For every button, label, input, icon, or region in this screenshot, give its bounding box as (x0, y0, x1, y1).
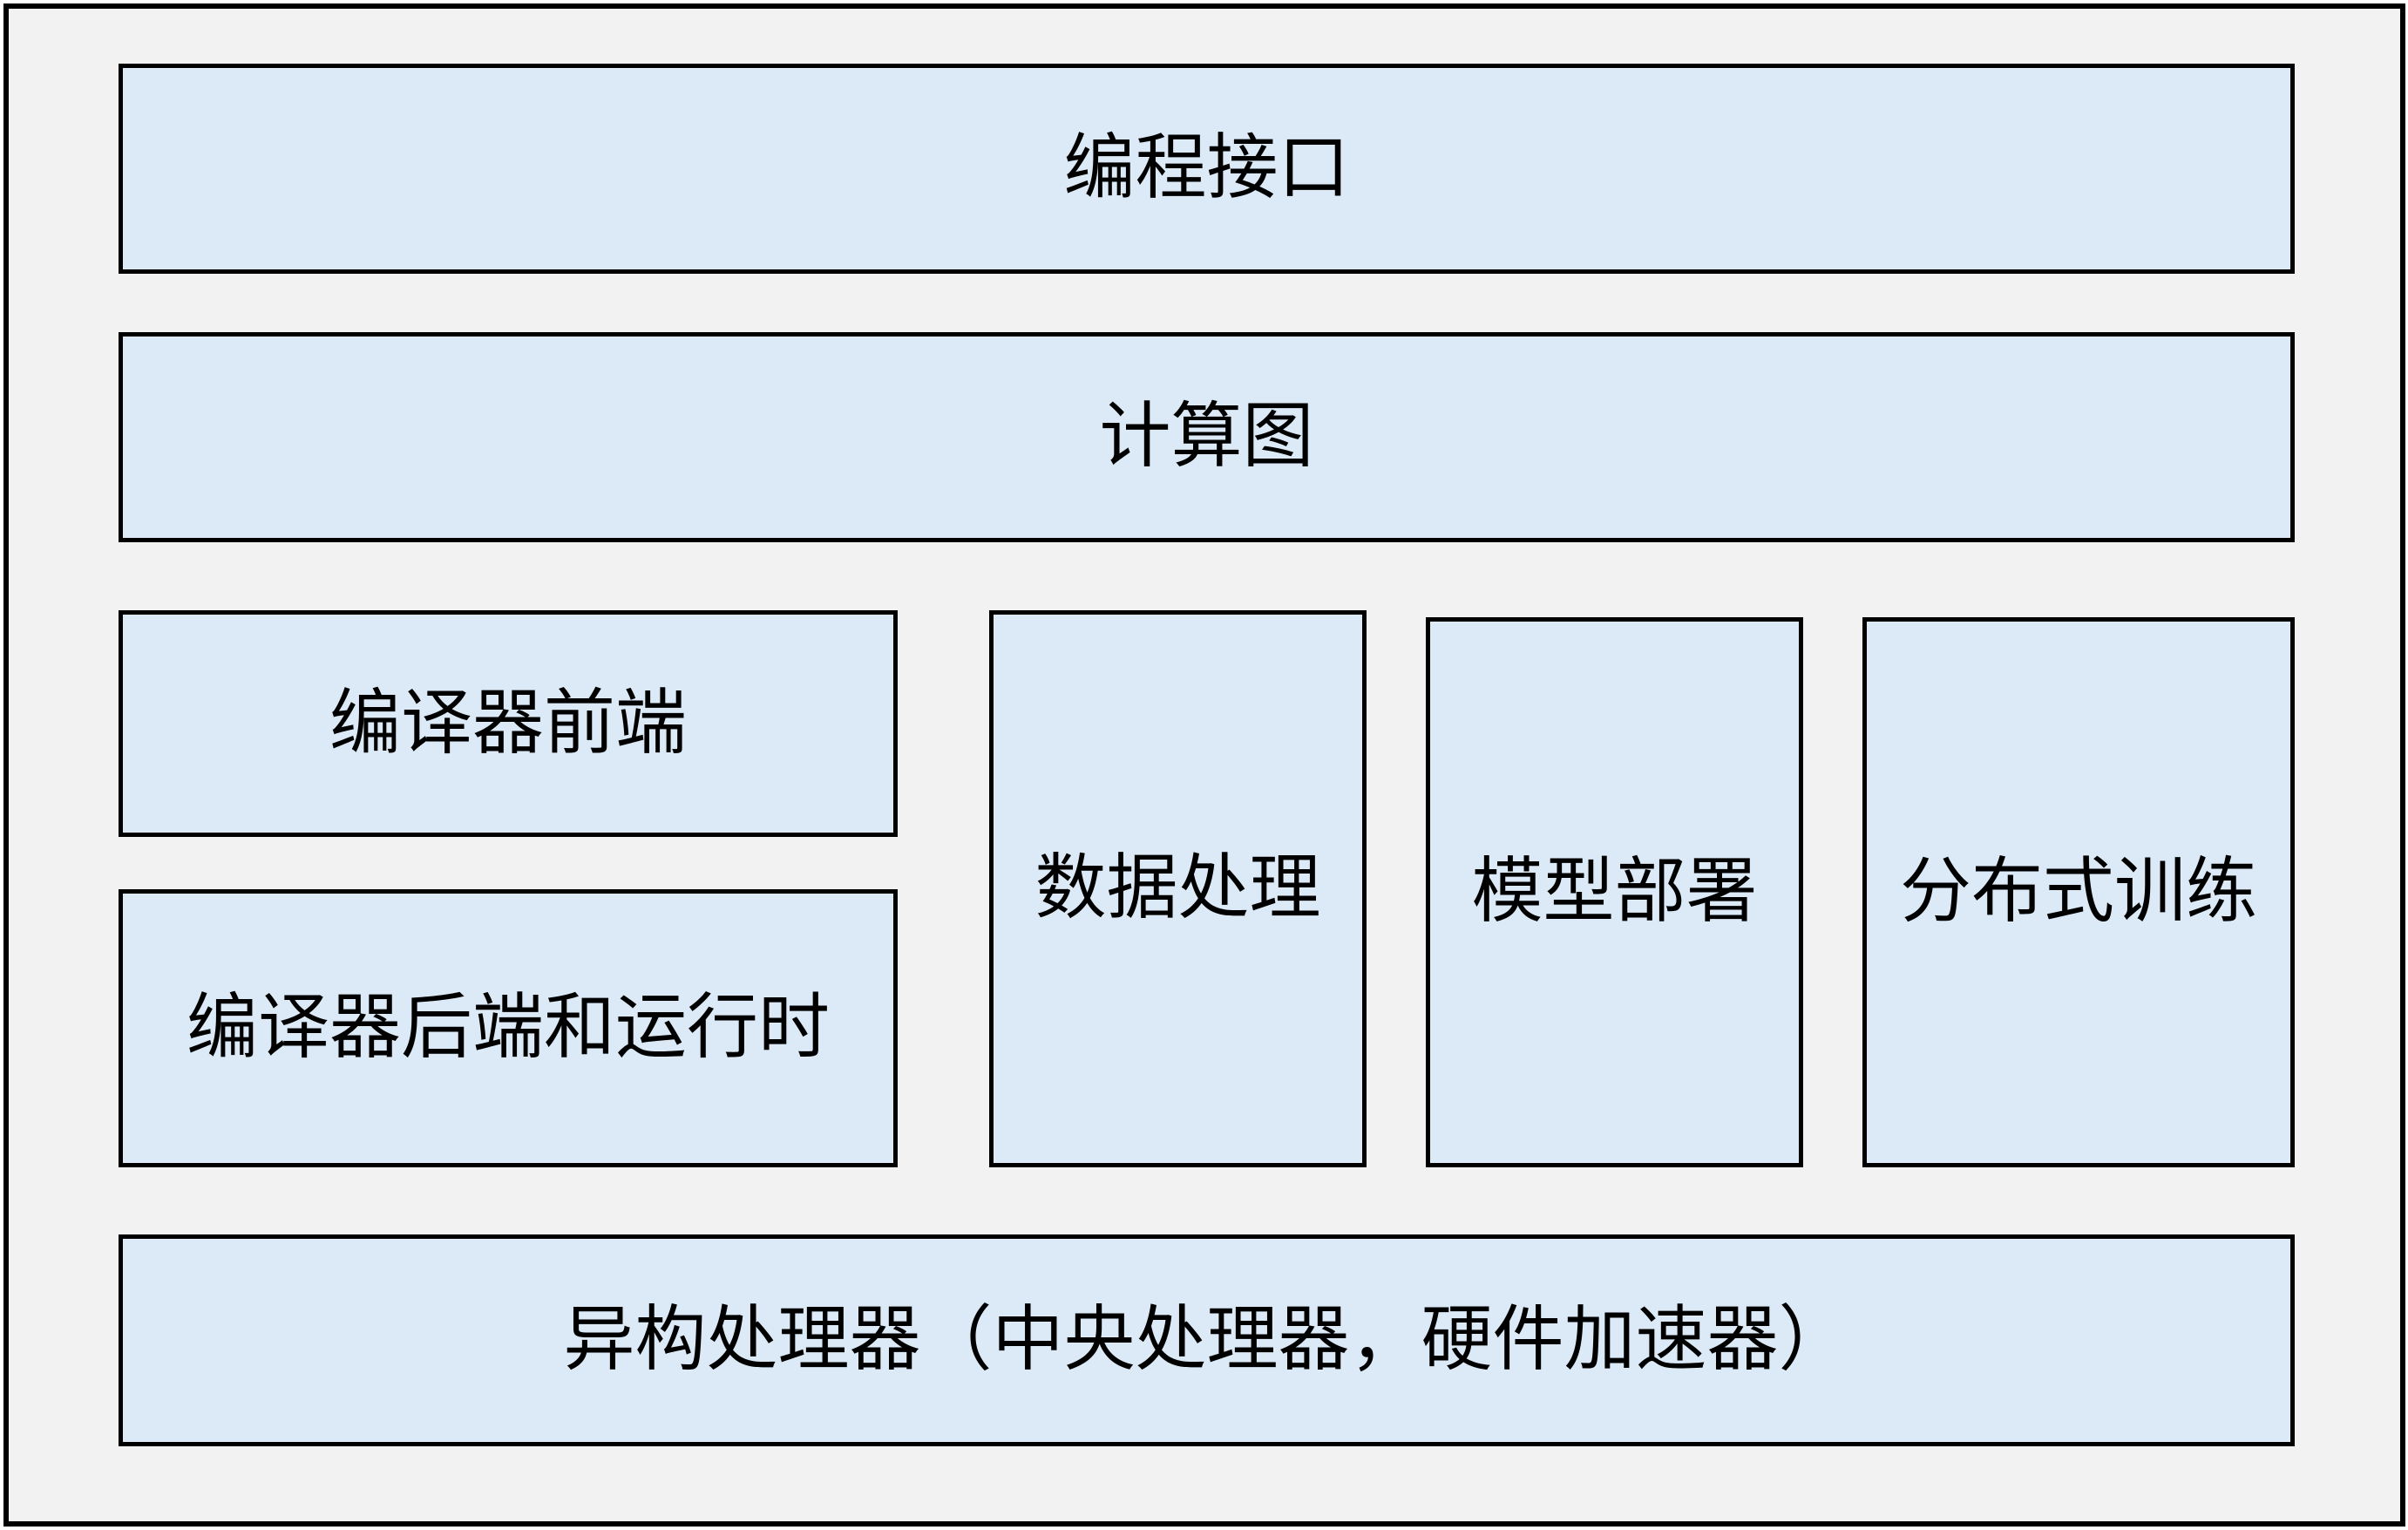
distributed-training-label: 分布式训练 (1899, 850, 2257, 934)
heterogeneous-processors-label: 异构处理器（中央处理器，硬件加速器） (563, 1298, 1850, 1382)
compiler-backend-runtime-label: 编译器后端和运行时 (186, 986, 830, 1070)
compiler-frontend-label: 编译器前端 (329, 681, 687, 765)
distributed-training-box: 分布式训练 (1862, 617, 2295, 1167)
data-processing-box: 数据处理 (989, 610, 1367, 1167)
heterogeneous-processors-box: 异构处理器（中央处理器，硬件加速器） (119, 1234, 2295, 1446)
compiler-backend-runtime-box: 编译器后端和运行时 (119, 889, 898, 1167)
model-deployment-label: 模型部署 (1471, 850, 1758, 934)
computation-graph-box: 计算图 (119, 332, 2295, 542)
data-processing-label: 数据处理 (1034, 847, 1321, 930)
compiler-frontend-box: 编译器前端 (119, 610, 898, 837)
computation-graph-label: 计算图 (1099, 395, 1314, 479)
programming-interface-label: 编程接口 (1063, 126, 1350, 210)
model-deployment-box: 模型部署 (1426, 617, 1803, 1167)
programming-interface-box: 编程接口 (119, 64, 2295, 274)
